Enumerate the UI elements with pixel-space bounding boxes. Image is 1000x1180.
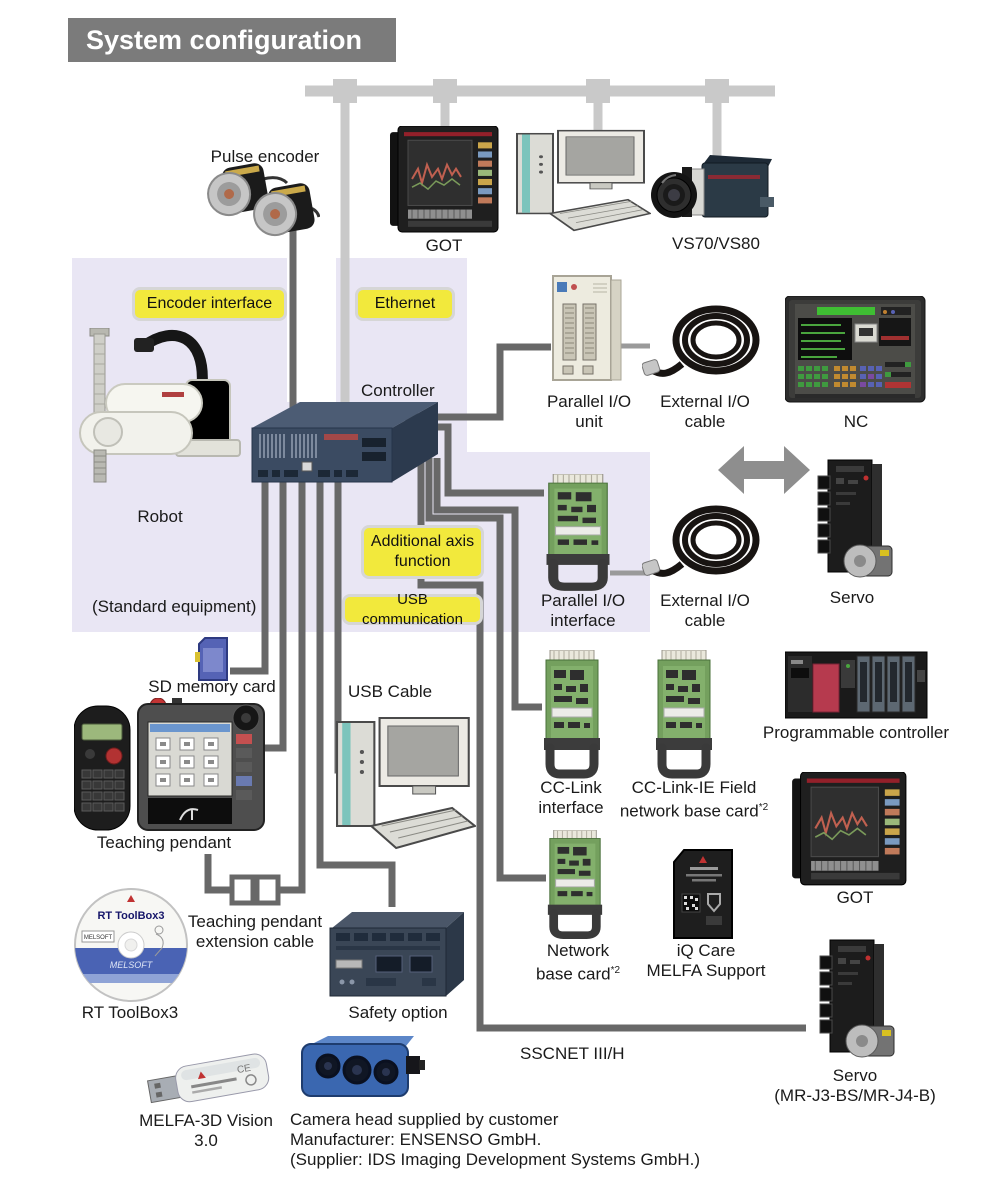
label-cc-link-interface: CC-Link interface [538,778,604,817]
label-teaching-pendant-extension-cable: Teaching pendant extension cable [187,912,323,951]
label-camera-head-note: Camera head supplied by customer Manufac… [290,1110,701,1169]
label-iq-care: iQ Care MELFA Support [646,941,766,980]
label-cc-link-ie-field: CC-Link-IE Field network base card*2 [619,778,769,821]
teaching-pendant-image [74,698,266,832]
wire-sd-card [230,462,269,675]
controller-image [242,396,438,484]
melfa-3d-dongle-image: CE [146,1042,274,1106]
label-parallel-io-unit: Parallel I/O unit [546,392,632,431]
label-servo-mr: Servo (MR-J3-BS/MR-J4-B) [774,1066,936,1105]
cc-link-interface-image [540,650,604,782]
got-bottom-image [790,772,908,887]
label-sd-memory-card: SD memory card [148,677,276,696]
label-melfa-3d-vision: MELFA-3D Vision 3.0 [139,1111,273,1150]
pulse-encoder-image [205,163,320,241]
label-external-io-cable-mid: External I/O cable [660,591,750,630]
parallel-io-interface-image [542,474,614,594]
programmable-controller-image [785,650,929,724]
rt-toolbox3-cd-image: RT ToolBox3 MELSOFT MELSOFT [72,886,190,1004]
cd-title-text: RT ToolBox3 [97,910,164,922]
nc-image [785,296,929,410]
wire-safety-option [316,462,396,907]
network-taps [333,79,729,103]
vs70-camera-image [650,153,782,233]
tag-ethernet: Ethernet [355,287,455,321]
label-got-top: GOT [425,236,463,255]
label-servo: Servo [829,588,875,607]
iq-care-sd-image [668,848,738,940]
label-controller: Controller [361,381,435,400]
label-vs70-vs80: VS70/VS80 [672,234,760,253]
servo-image [802,458,898,588]
wire-cc-link [433,458,542,711]
safety-option-image [322,906,470,1003]
wire-parallel-io-unit [400,343,551,421]
cc-link-ie-card-image [652,650,716,782]
external-io-cable-top-image [642,300,768,388]
label-usb-cable: USB Cable [348,682,433,701]
tag-additional-axis-function: Additional axis function [361,525,484,579]
tag-encoder-interface: Encoder interface [132,287,287,321]
page-title: System configuration [68,18,396,62]
label-safety-option: Safety option [348,1003,448,1022]
camera-head-image [294,1034,426,1104]
extension-cable-connector [229,874,281,906]
dongle-ce-text: CE [236,1063,252,1076]
label-got-bottom: GOT [836,888,874,907]
external-io-cable-mid-image [642,500,768,588]
pc-top-image [516,123,651,238]
label-network-base-card: Network base card*2 [535,941,621,984]
label-parallel-io-interface: Parallel I/O interface [540,591,626,630]
label-standard-equipment: (Standard equipment) [92,597,257,616]
label-rt-toolbox3: RT ToolBox3 [81,1003,179,1022]
sd-memory-card-image [194,637,232,681]
wire-network-base-card [425,458,546,882]
label-nc: NC [843,412,869,431]
pc-bottom-image [336,708,476,858]
label-teaching-pendant: Teaching pendant [96,833,232,852]
network-base-card-image [544,830,606,942]
robot-image [78,328,250,502]
label-pulse-encoder: Pulse encoder [210,147,320,166]
bidirectional-arrow-icon [718,446,810,494]
label-robot: Robot [137,507,183,526]
label-external-io-cable-top: External I/O cable [660,392,750,431]
tag-usb-communication: USB communication [342,591,483,628]
label-programmable-controller: Programmable controller [762,723,950,742]
cd-label-text: MELSOFT [84,935,113,941]
cd-band-text: MELSOFT [110,960,154,970]
servo-mr-image [804,938,900,1068]
got-top-image [388,126,500,234]
wire-teaching-pendant [260,462,287,752]
label-sscnet: SSCNET III/H [520,1044,625,1063]
cable-stubs [610,343,650,576]
parallel-io-unit-image [549,274,625,382]
